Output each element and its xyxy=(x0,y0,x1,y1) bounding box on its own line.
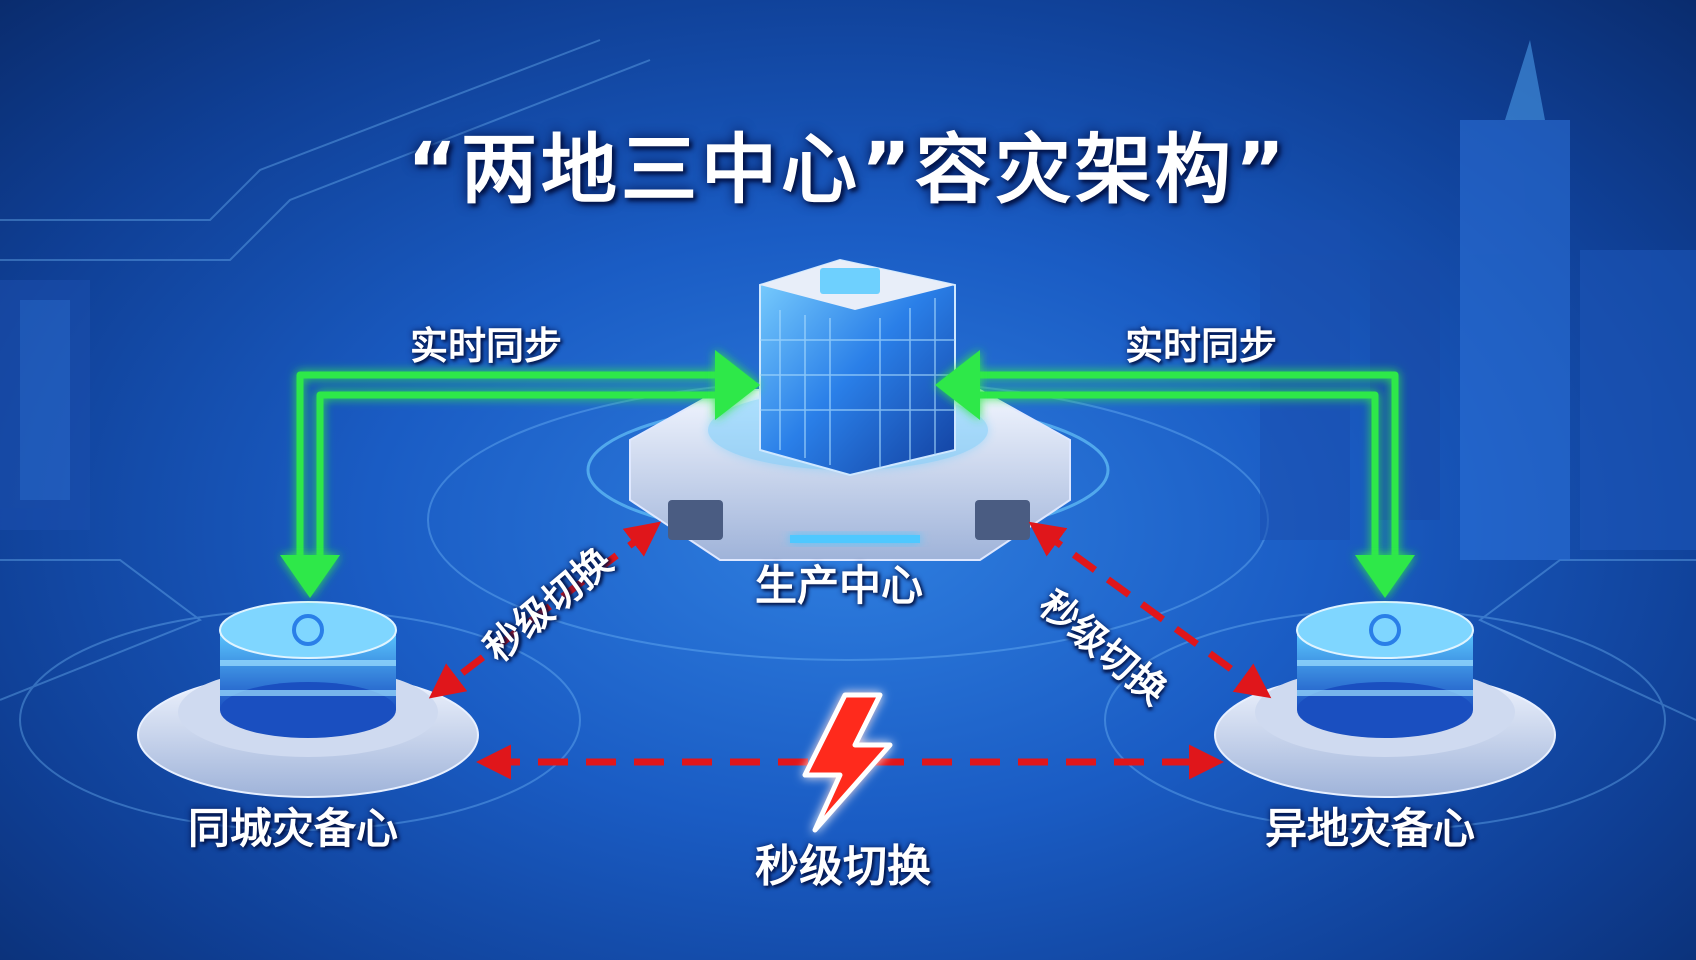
same-city-dr-label: 同城灾备心 xyxy=(188,804,399,853)
same-city-dr-building xyxy=(137,601,479,798)
production-center-label: 生产中心 xyxy=(755,561,924,610)
sync-arrowhead-right-to-production xyxy=(935,350,980,420)
sync-arrow-left xyxy=(296,371,720,560)
production-center-building xyxy=(586,258,1110,561)
sync-arrowhead-left-to-production xyxy=(715,350,760,420)
sync-label-right: 实时同步 xyxy=(1125,324,1278,368)
sync-arrow-right xyxy=(975,371,1399,560)
remote-dr-building xyxy=(1214,601,1556,798)
sync-label-left: 实时同步 xyxy=(410,324,563,368)
background-buildings xyxy=(0,40,1696,560)
lightning-icon xyxy=(802,692,893,833)
remote-dr-label: 异地灾备心 xyxy=(1265,804,1476,853)
sync-arrowhead-right-to-remote xyxy=(1355,555,1415,598)
switch-label-bottom: 秒级切换 xyxy=(755,841,931,892)
switch-arrow-left xyxy=(428,521,662,699)
diagram-title: “两地三中心”容灾架构” xyxy=(407,125,1289,214)
switch-arrow-right xyxy=(1028,521,1272,699)
sync-arrowhead-left-to-samecity xyxy=(280,555,340,598)
